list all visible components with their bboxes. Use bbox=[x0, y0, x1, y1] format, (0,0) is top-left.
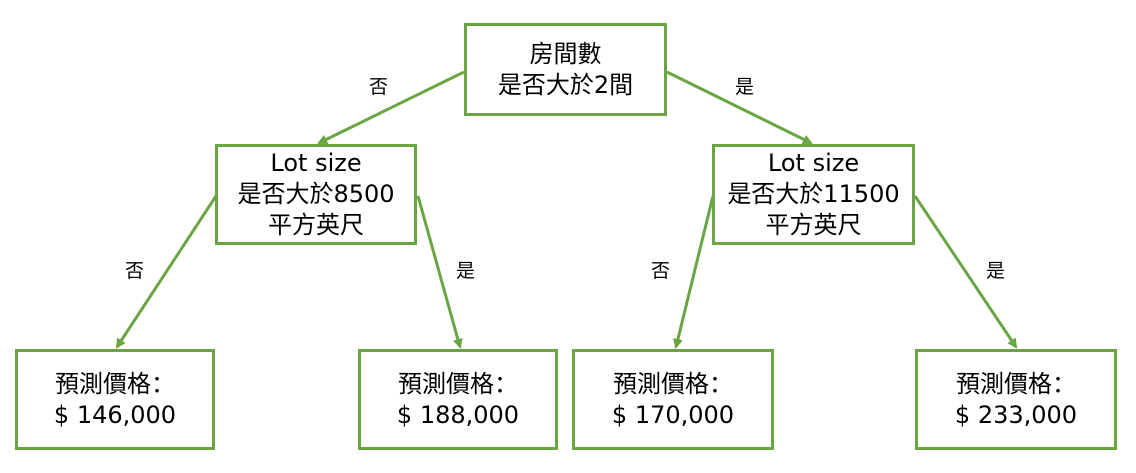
leaf1-label: 預測價格： bbox=[55, 369, 175, 398]
left-node-line-3: 平方英尺 bbox=[268, 211, 364, 239]
edge-left-to-leaf1 bbox=[115, 195, 218, 349]
left-node-line-1: Lot size bbox=[270, 149, 362, 177]
edge-label-root-yes: 是 bbox=[735, 76, 755, 98]
leaf3-value: $ 170,000 bbox=[611, 400, 735, 429]
leaf2-label: 預測價格： bbox=[398, 369, 518, 398]
leaf3-label: 預測價格： bbox=[613, 369, 733, 398]
leaf4-value: $ 233,000 bbox=[954, 400, 1078, 429]
node-lot-size-11500: Lot size 是否大於11500 平方英尺 bbox=[712, 144, 915, 245]
edge-right-to-leaf3 bbox=[673, 195, 715, 349]
left-node-line-2: 是否大於8500 bbox=[237, 180, 395, 208]
edge-right-to-leaf4 bbox=[913, 195, 1018, 349]
leaf-prediction-188000: 預測價格： $ 188,000 bbox=[358, 349, 558, 450]
edge-root-to-right bbox=[666, 70, 813, 145]
root-node-line-2: 是否大於2間 bbox=[497, 70, 634, 99]
node-lot-size-8500: Lot size 是否大於8500 平方英尺 bbox=[215, 144, 417, 245]
edge-label-right-yes: 是 bbox=[986, 260, 1006, 282]
edge-label-right-no: 否 bbox=[651, 260, 671, 282]
edge-label-left-no: 否 bbox=[125, 260, 145, 282]
leaf2-value: $ 188,000 bbox=[396, 400, 520, 429]
leaf1-value: $ 146,000 bbox=[53, 400, 177, 429]
leaf-prediction-170000: 預測價格： $ 170,000 bbox=[572, 349, 774, 450]
right-node-line-1: Lot size bbox=[767, 149, 860, 177]
leaf-prediction-233000: 預測價格： $ 233,000 bbox=[915, 349, 1117, 450]
edge-root-to-left bbox=[317, 70, 465, 145]
root-node-rooms: 房間數 是否大於2間 bbox=[464, 23, 667, 116]
edge-left-to-leaf2 bbox=[416, 195, 463, 349]
right-node-line-3: 平方英尺 bbox=[765, 211, 862, 239]
edge-label-root-no: 否 bbox=[369, 76, 389, 98]
right-node-line-2: 是否大於11500 bbox=[727, 180, 900, 208]
root-node-line-1: 房間數 bbox=[529, 39, 602, 68]
leaf4-label: 預測價格： bbox=[956, 369, 1076, 398]
leaf-prediction-146000: 預測價格： $ 146,000 bbox=[15, 349, 215, 450]
edge-label-left-yes: 是 bbox=[456, 260, 476, 282]
